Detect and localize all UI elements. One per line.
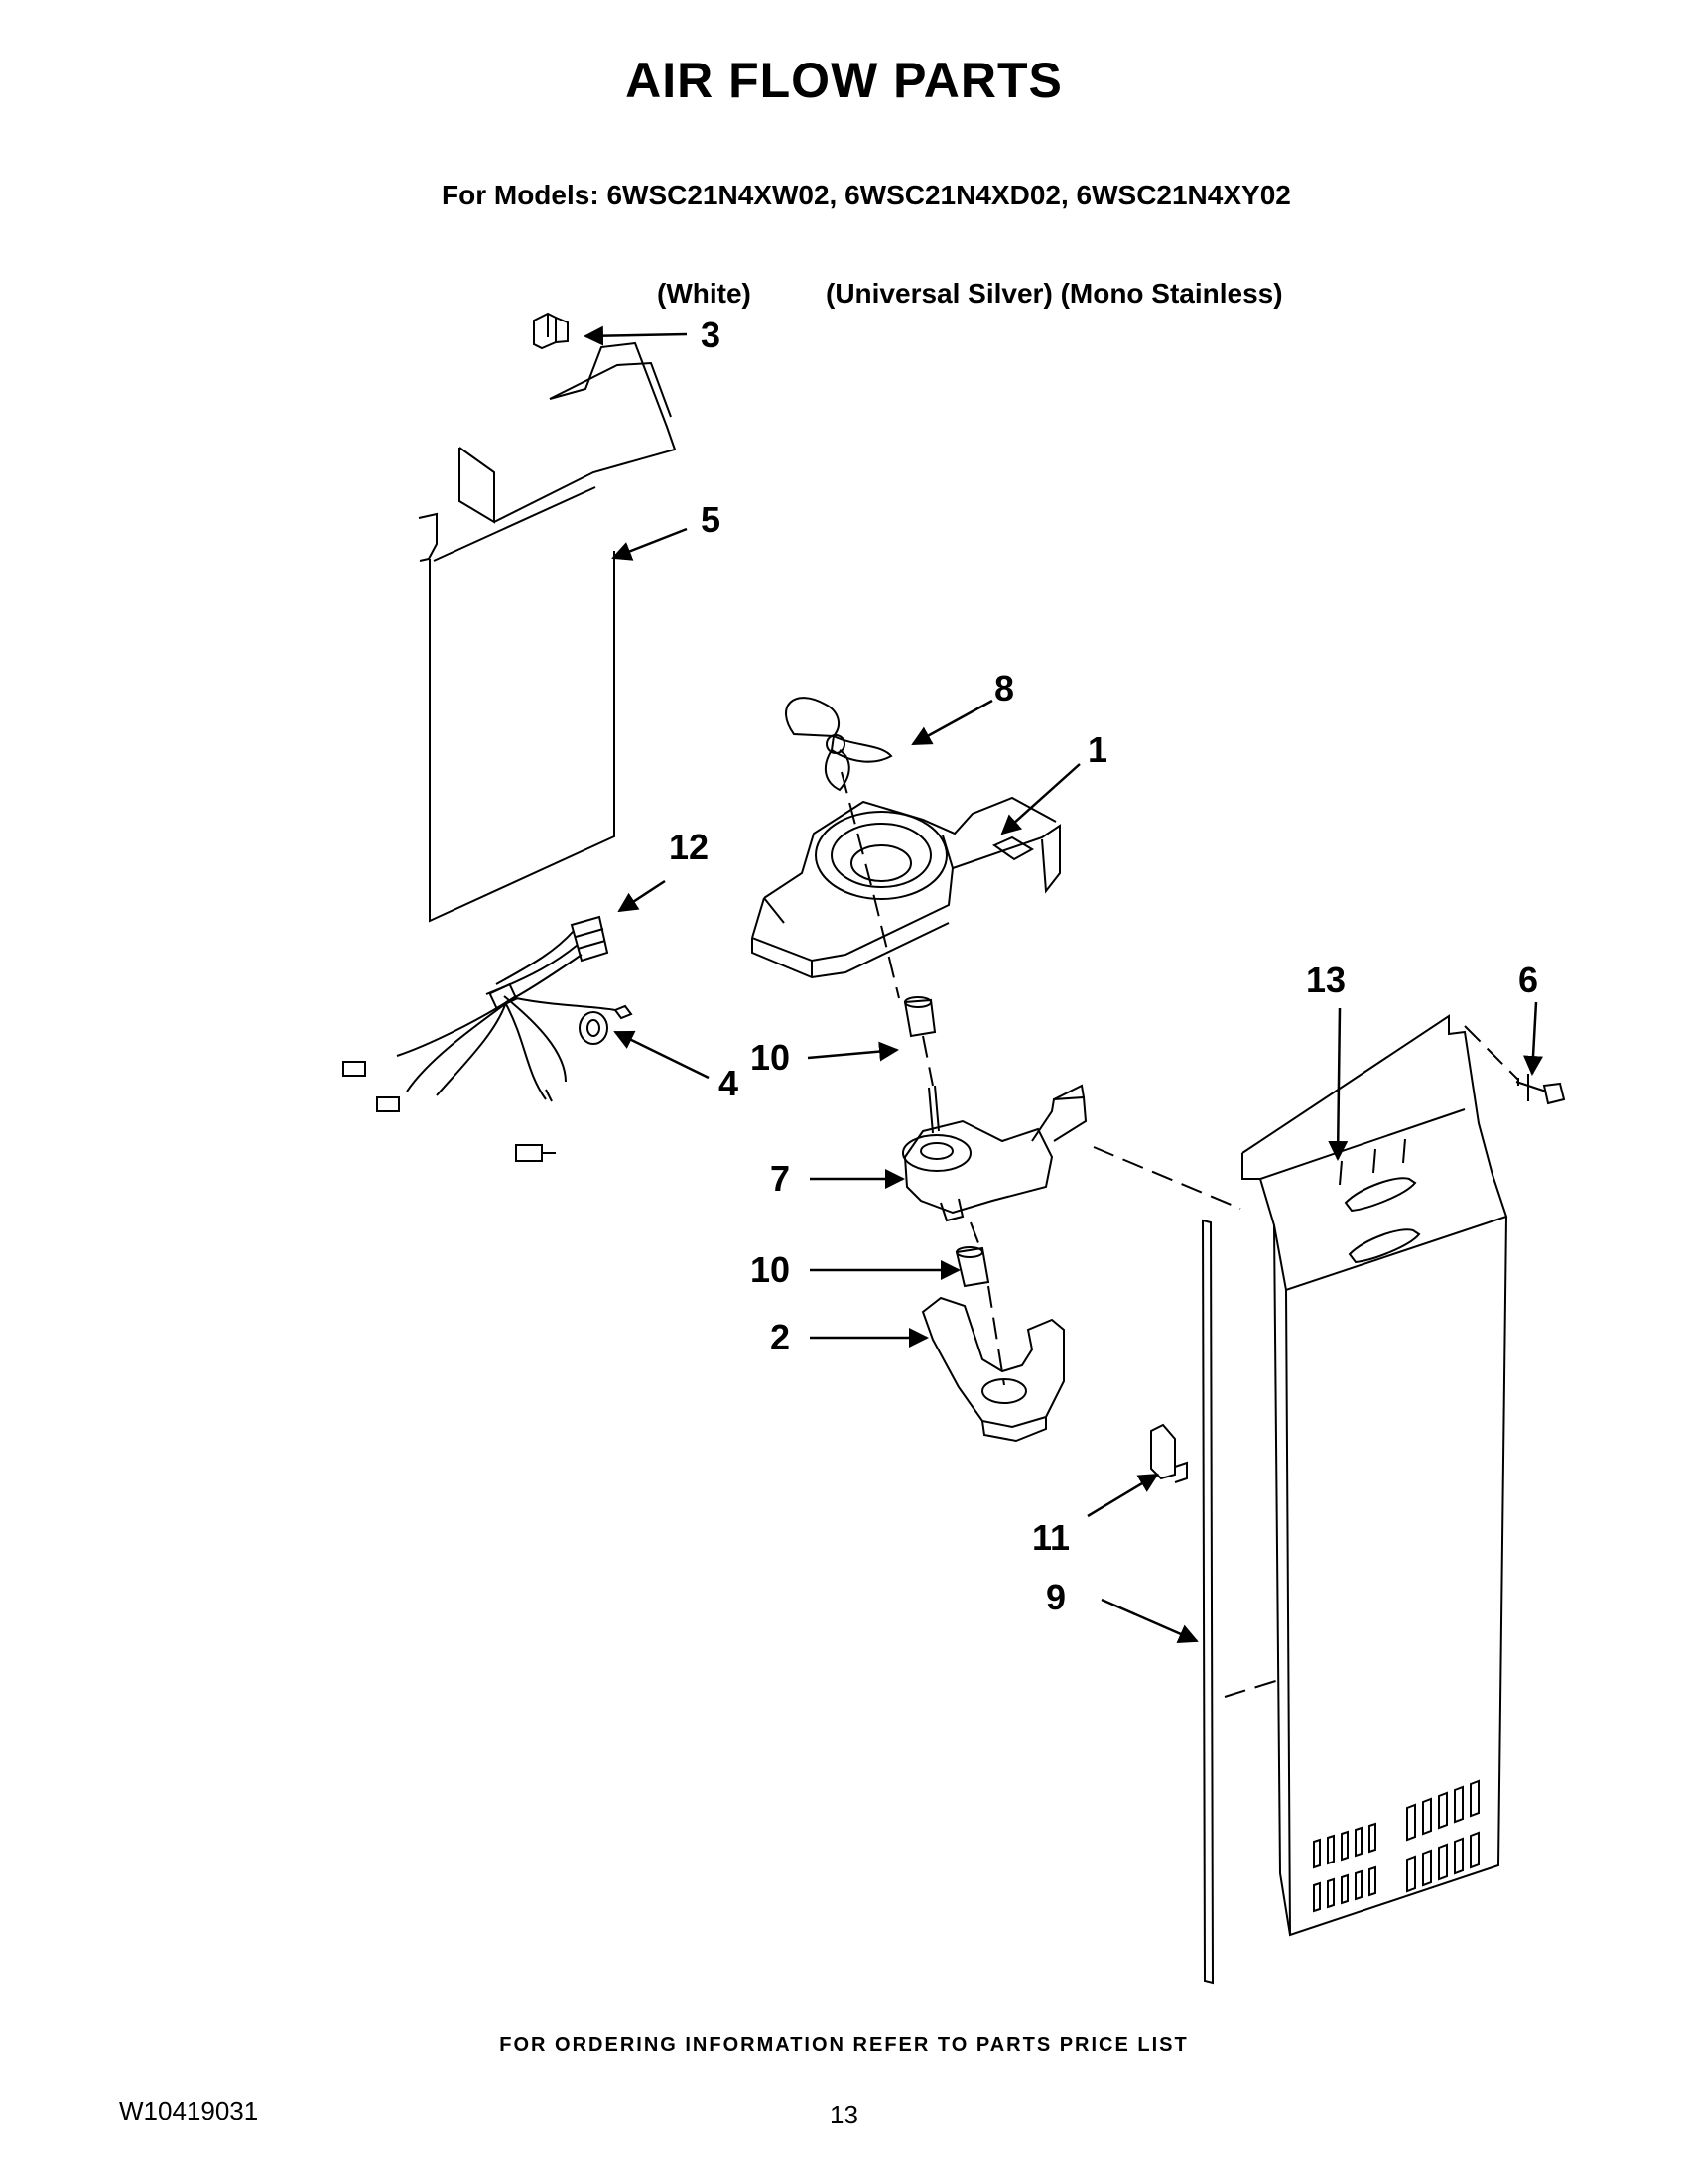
page-number: 13 [830, 2100, 858, 2129]
ordering-note: FOR ORDERING INFORMATION REFER TO PARTS … [499, 2034, 1189, 2056]
models-line: For Models: 6WSC21N4XW02, 6WSC21N4XD02, … [442, 180, 1291, 210]
part-clip-3 [533, 312, 569, 350]
part-bushing-10-upper [903, 996, 937, 1038]
callout-10-upper: 10 [750, 1037, 790, 1078]
part-seal-strip-9 [1201, 1219, 1215, 1985]
page-title: AIR FLOW PARTS [625, 53, 1063, 108]
variant-silver: (Universal Silver) [826, 278, 1053, 309]
part-evaporator-cover-13 [1241, 1014, 1508, 1937]
callout-13: 13 [1306, 960, 1346, 1000]
model-list: For Models: 6WSC21N4XW02, 6WSC21N4XD02, … [442, 113, 1291, 342]
part-wire-harness-12 [342, 915, 633, 1162]
part-clip-11 [1150, 1423, 1188, 1483]
callout-9: 9 [1046, 1577, 1066, 1617]
callout-10-lower: 10 [750, 1249, 790, 1290]
callout-6: 6 [1518, 960, 1538, 1000]
callout-3: 3 [701, 315, 720, 355]
callout-7: 7 [770, 1158, 790, 1199]
variant-white: (White) [657, 278, 751, 309]
callout-1: 1 [1088, 729, 1107, 770]
part-screw-6 [1515, 1074, 1566, 1105]
variant-stainless: (Mono Stainless) [1060, 278, 1283, 309]
document-number: W10419031 [119, 2096, 259, 2125]
callout-8: 8 [994, 668, 1014, 708]
assembly-lines [841, 771, 1519, 1698]
part-air-duct-cover-5 [418, 341, 677, 923]
part-bushing-10-lower [955, 1246, 990, 1288]
part-grommet-4 [579, 1011, 608, 1045]
leader-arrows [584, 325, 1543, 1643]
callout-4: 4 [718, 1063, 738, 1103]
model-variants: (White) (Universal Silver) (Mono Stainles… [442, 277, 1291, 310]
callout-11: 11 [1032, 1517, 1070, 1558]
part-motor-bracket-2 [921, 1296, 1065, 1443]
callout-12: 12 [669, 827, 709, 867]
part-fan-motor-7 [902, 1084, 1088, 1222]
part-fan-housing-1 [751, 796, 1061, 979]
part-fan-blade-8 [785, 697, 893, 792]
callout-2: 2 [770, 1317, 790, 1357]
callout-5: 5 [701, 499, 720, 540]
